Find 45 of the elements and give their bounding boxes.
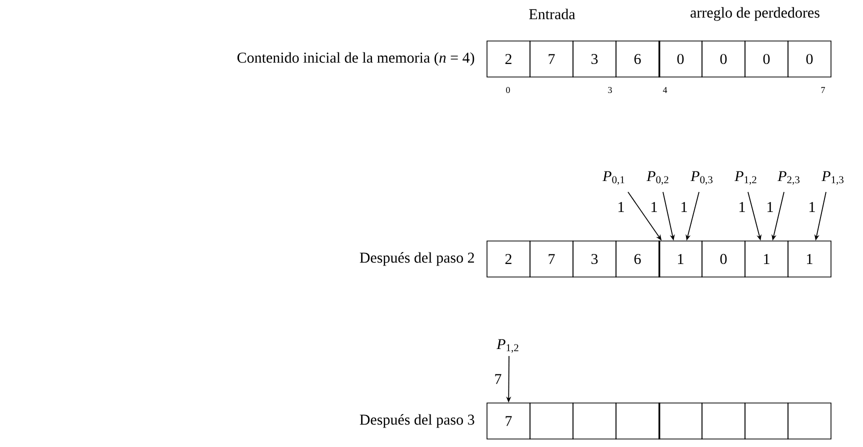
edge-label: 1 <box>616 202 626 212</box>
array-cell <box>702 402 746 440</box>
index-number: 4 <box>662 87 668 93</box>
array-cell: 0 <box>702 240 746 278</box>
array-cell <box>744 402 788 440</box>
array-cell <box>616 402 660 440</box>
processor-label: P$_{0,3}$ <box>690 171 712 185</box>
edge-label: 1 <box>680 202 688 212</box>
array-cell: 0 <box>702 40 746 78</box>
edge-label: 1 <box>766 202 774 212</box>
array-cell: 6 <box>616 240 660 278</box>
array-cell: 3 <box>572 240 616 278</box>
array-cell: 1 <box>788 240 832 278</box>
edge-label: 7 <box>494 374 502 384</box>
array-cell: 6 <box>616 40 660 78</box>
processor-label: P$_{1,2}$ <box>496 339 518 353</box>
array-cell <box>530 402 574 440</box>
edge-label: 1 <box>808 202 816 212</box>
header-text: arreglo de perdedores <box>690 7 820 21</box>
processor-label: P$_{1,3}$ <box>822 171 844 185</box>
array-cell: 0 <box>788 40 832 78</box>
array-cell: 1 <box>744 240 788 278</box>
array-cell: 2 <box>486 240 530 278</box>
index-number: 3 <box>608 86 612 94</box>
index-number: 7 <box>821 87 825 93</box>
array-cell: 1 <box>658 240 702 278</box>
array-cell: 7 <box>530 240 574 278</box>
array-cell: 0 <box>744 40 788 78</box>
processor-label: P$_{2,3}$ <box>778 171 800 185</box>
array-cell: 3 <box>572 40 616 78</box>
array-cell <box>658 402 702 440</box>
array-cell: 2 <box>486 40 530 78</box>
header-text: Entrada <box>529 8 576 20</box>
processor-label: P$_{0,1}$ <box>602 171 624 185</box>
edge-label: 1 <box>738 202 746 212</box>
array-cell: 7 <box>530 40 574 78</box>
array-cell <box>572 402 616 440</box>
index-number: 0 <box>506 86 510 94</box>
edge-label: 1 <box>650 202 658 212</box>
processor-label: P$_{1,2}$ <box>734 171 756 185</box>
processor-label: P$_{0,2}$ <box>646 171 668 185</box>
array-cell <box>788 402 832 440</box>
array-cell: 7 <box>486 402 530 440</box>
array-cell: 0 <box>658 40 702 78</box>
row-label: Contenido inicial de la memoria (n = 4) <box>237 52 474 66</box>
